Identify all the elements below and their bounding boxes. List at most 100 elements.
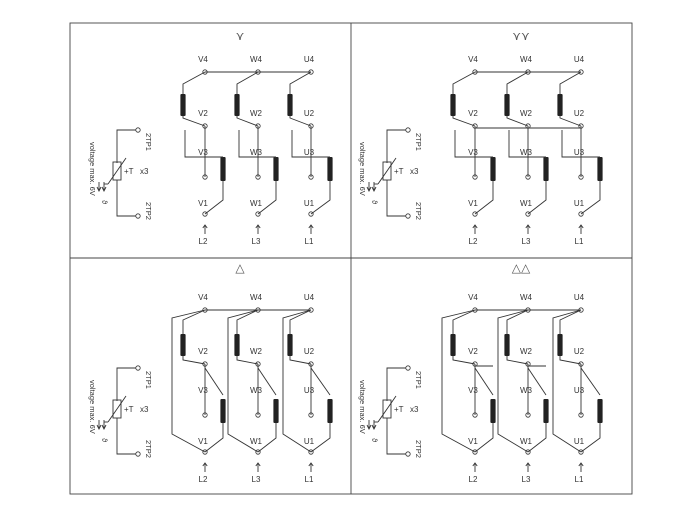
label-v2: V2 [198,347,208,356]
wire [184,130,223,158]
wire [506,71,529,96]
connection-symbol: △ [235,261,245,275]
winding-coil [597,157,603,181]
wire [386,367,406,401]
heat-arrow-head [101,424,107,431]
heat-arrow-head [101,186,107,193]
label-w3: W3 [520,148,533,157]
wire [474,367,494,396]
winding-coil [220,399,226,423]
winding-coil [180,334,186,356]
supply-arrow [255,224,261,229]
winding-coil [557,94,563,116]
wire [238,130,276,158]
voltage-label: voltage max. 6V [88,142,97,196]
voltage-label: voltage max. 6V [358,142,367,196]
thermistor-count: x3 [410,167,419,176]
label-w3: W3 [250,148,263,157]
label-v3: V3 [468,148,478,157]
wire [289,71,312,96]
wire [310,423,331,453]
label-u3: U3 [574,386,585,395]
label-l3: L3 [252,475,261,484]
winding-coil [543,399,549,423]
thermistor-body [112,161,122,181]
label-v2: V2 [468,347,478,356]
tp2-label: 2TP2 [144,440,153,458]
label-w1: W1 [520,199,533,208]
wire [204,423,224,453]
label-u2: U2 [304,347,315,356]
winding-coil [490,399,496,423]
wire [182,116,206,127]
supply-arrow [308,462,314,467]
thermistor-symbol: +T [394,405,404,414]
label-v4: V4 [198,293,208,302]
label-w3: W3 [520,386,533,395]
wire [116,367,136,401]
terminal [135,365,141,371]
winding-coil [490,157,496,181]
winding-coil [327,157,333,181]
label-w1: W1 [520,437,533,446]
label-l3: L3 [522,475,531,484]
label-u4: U4 [304,55,315,64]
label-u4: U4 [304,293,315,302]
connection-symbol: ⋎⋎ [512,29,530,43]
wire [452,116,476,127]
winding-coil [450,334,456,356]
wire [289,356,312,365]
thermistor-symbol: +T [394,167,404,176]
label-l2: L2 [469,237,478,246]
tp2-label: 2TP2 [414,202,423,220]
terminal [135,451,141,457]
terminal [135,127,141,133]
label-l2: L2 [199,475,208,484]
winding-coil [327,399,333,423]
label-l1: L1 [575,475,584,484]
label-v1: V1 [468,437,478,446]
heat-arrow-head [371,186,377,193]
label-w1: W1 [250,199,263,208]
label-v3: V3 [468,386,478,395]
winding-coil [234,94,240,116]
supply-arrow [202,462,208,467]
thermistor-body [382,161,392,181]
terminal [405,213,411,219]
wire [282,309,312,453]
label-w2: W2 [520,109,533,118]
wire [474,181,494,215]
voltage-label: voltage max. 6V [358,380,367,434]
wire [116,180,136,217]
terminal [405,365,411,371]
label-u1: U1 [304,199,315,208]
connection-symbol: ⋎ [236,29,245,43]
wire [454,130,493,158]
wire [527,423,547,453]
wire [527,367,547,396]
label-u2: U2 [304,109,315,118]
label-v2: V2 [468,109,478,118]
supply-arrow [472,224,478,229]
supply-arrow [525,224,531,229]
label-u1: U1 [304,437,315,446]
label-v1: V1 [198,199,208,208]
label-l1: L1 [305,237,314,246]
winding-coil [504,334,510,356]
winding-coil [543,157,549,181]
heat-arrow-head [96,424,102,431]
label-w2: W2 [250,347,263,356]
supply-arrow [472,462,478,467]
wire [452,356,476,365]
wire [257,181,277,215]
label-w4: W4 [250,293,263,302]
winding-coil [273,157,279,181]
winding-coil [597,399,603,423]
label-l2: L2 [199,237,208,246]
winding-coil [557,334,563,356]
winding-coil [450,94,456,116]
tp1-label: 2TP1 [414,371,423,389]
wire [506,356,529,365]
